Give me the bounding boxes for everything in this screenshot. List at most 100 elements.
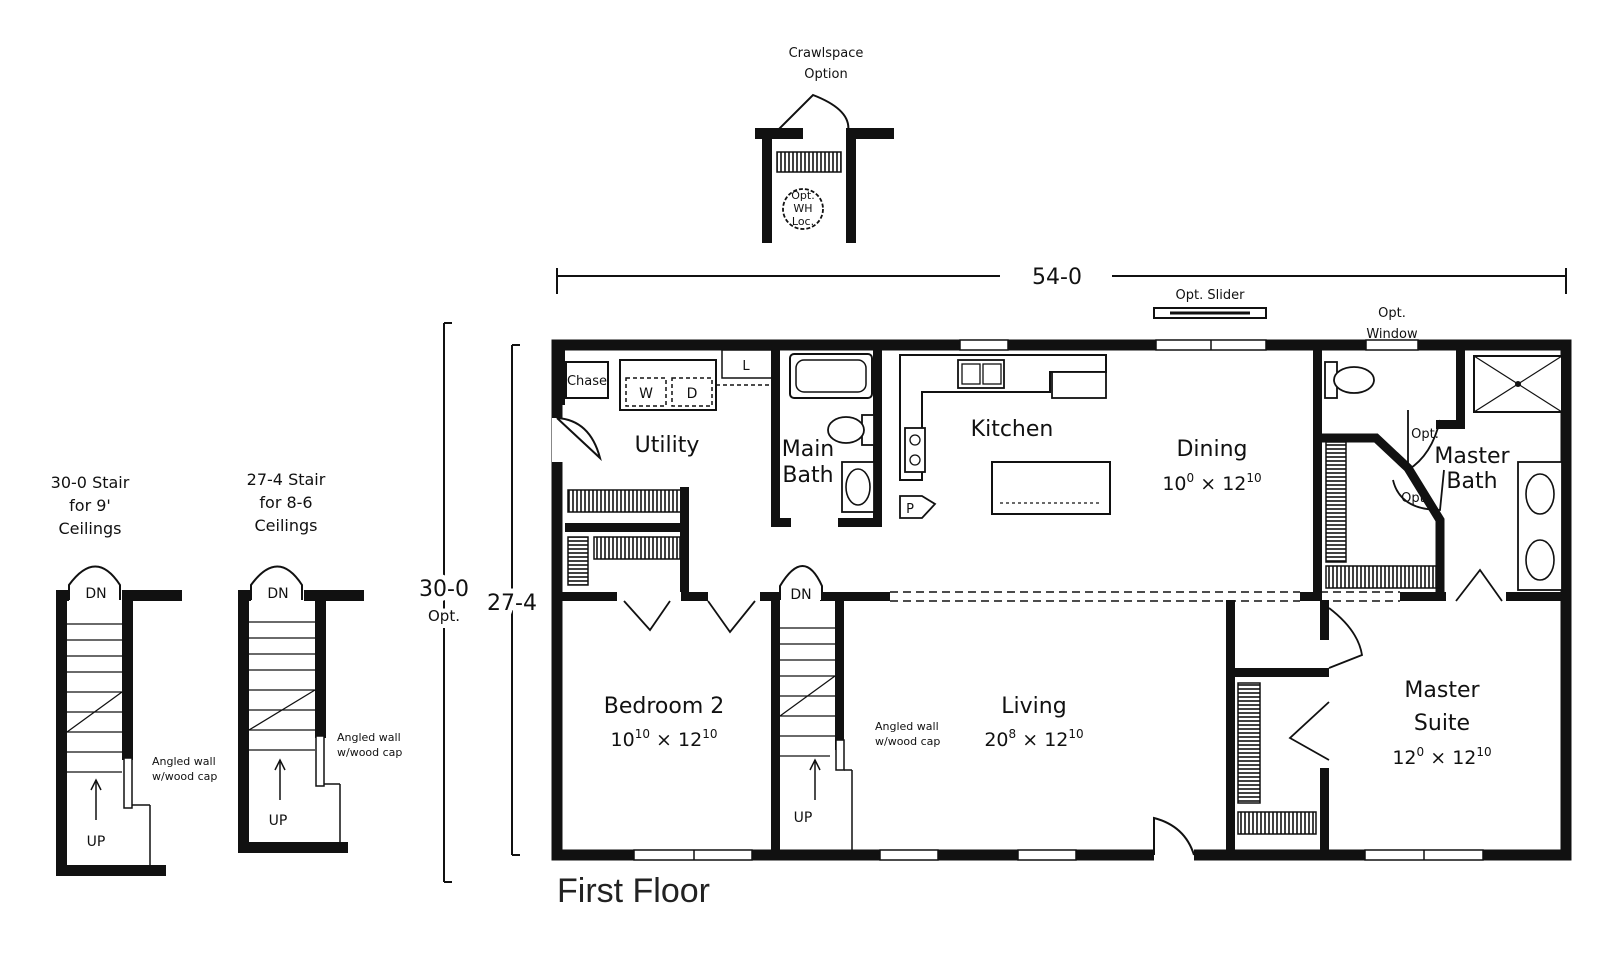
main-stair-up: UP (794, 810, 813, 826)
side-door-swing (556, 417, 602, 462)
washer-dryer-counter (619, 359, 717, 411)
master-suite-label-line1: Master (1404, 678, 1480, 703)
living-size: 208 × 1210 (984, 727, 1083, 751)
pantry-label: P (906, 502, 914, 517)
window-living-1 (879, 849, 939, 861)
chase-box (565, 361, 609, 399)
opt-window-label-line1: Opt. (1378, 306, 1406, 321)
kitchen-counter (899, 354, 1107, 481)
bedroom2-door-left (623, 600, 671, 632)
bedroom2-door-right (707, 600, 756, 634)
master-closet-door (1288, 701, 1330, 761)
wh-label-line1: Opt. (791, 189, 814, 202)
main-bath-toilet (827, 416, 865, 444)
kitchen-island (991, 461, 1111, 515)
master-bath-label-line2: Bath (1446, 469, 1497, 494)
stair27-treads (248, 621, 316, 751)
stair27-up: UP (269, 813, 288, 829)
stair27-angled-line2: w/wood cap (337, 746, 402, 759)
opt-window-label-line2: Window (1366, 327, 1418, 342)
crawlspace-side-left (762, 139, 772, 243)
window-master-bath (1365, 339, 1419, 351)
stair30-dn: DN (85, 586, 106, 602)
opt-door-label-1: Opt. (1411, 427, 1439, 442)
crawlspace-door-arc (775, 93, 850, 133)
washer-label: W (639, 386, 653, 402)
main-stair-cap (835, 739, 845, 771)
front-door-opening (1154, 849, 1194, 861)
dining-label: Dining (1176, 437, 1247, 462)
bedroom2-size: 1010 × 1210 (611, 727, 718, 751)
suite-closet-rod-bottom (1237, 811, 1317, 835)
wh-label-line2: WH (793, 202, 812, 215)
bedroom2-label: Bedroom 2 (604, 694, 725, 719)
main-bath-label-line2: Bath (782, 463, 833, 488)
main-stair-angled-line2: w/wood cap (875, 735, 940, 748)
main-stair-door (779, 565, 823, 600)
stair30-treads (66, 623, 123, 773)
stair30-label-line2: for 9' (69, 496, 111, 515)
main-bath-vanity (841, 461, 875, 513)
width-dimension-label: 54-0 (1032, 265, 1082, 290)
closet-rod-left (567, 536, 589, 586)
master-closet-rod-left (1325, 441, 1347, 563)
dryer (671, 377, 713, 407)
utility-label: Utility (635, 433, 700, 458)
crawlspace-label-line2: Option (804, 67, 847, 82)
dining-size: 100 × 1210 (1162, 471, 1261, 495)
master-bath-label-line1: Master (1434, 444, 1510, 469)
crawlspace-option: Crawlspace Option Opt. WH Loc. (755, 46, 894, 243)
water-heater-circle (782, 188, 824, 230)
bathtub (789, 353, 873, 399)
living-label: Living (1001, 694, 1066, 719)
crawlspace-wall-right (846, 128, 894, 139)
stair30-up: UP (87, 834, 106, 850)
stair27-label-line1: 27-4 Stair (247, 470, 326, 489)
master-suite-size: 120 × 1210 (1392, 745, 1491, 769)
utility-closet-rod (567, 489, 689, 513)
window-bedroom2 (633, 849, 753, 861)
opt-slider-label: Opt. Slider (1176, 288, 1246, 303)
stair-option-27: 27-4 Stair for 8-6 Ceilings DN UP Angled… (238, 470, 402, 853)
linen-label: L (742, 359, 750, 374)
pantry (899, 495, 937, 519)
master-bath-door-lower (1392, 469, 1445, 511)
depth-opt-label: 30-0 (419, 577, 469, 602)
stair30-angled-line2: w/wood cap (152, 770, 217, 783)
refrigerator (1051, 371, 1107, 399)
crawlspace-stairs (776, 151, 842, 173)
wh-label-line3: Loc. (792, 215, 814, 228)
stair30-label-line3: Ceilings (59, 519, 122, 538)
main-stair-dn: DN (790, 587, 811, 603)
front-door-swing (1153, 816, 1195, 856)
master-toilet (1333, 366, 1375, 394)
master-closet-rod-bottom (1325, 565, 1437, 589)
depth-opt-note: Opt. (428, 607, 460, 625)
depth-label: 27-4 (487, 591, 537, 616)
crawlspace-label-line1: Crawlspace (789, 46, 864, 61)
washer (625, 377, 667, 407)
stair30-label-line1: 30-0 Stair (51, 473, 130, 492)
chase-label: Chase (567, 374, 607, 389)
first-floor-plan: Chase W D L Utility Main Bath (551, 339, 1572, 861)
suite-closet-rod (1237, 682, 1261, 804)
master-suite-door (1328, 607, 1364, 669)
stair27-label-line2: for 8-6 (259, 493, 312, 512)
dryer-label: D (687, 386, 698, 402)
side-door-opening (552, 418, 563, 462)
main-stair-angled-line1: Angled wall (875, 720, 939, 733)
master-bath-entry-door (1455, 568, 1503, 602)
opt-slider-marker: Opt. Slider (1153, 288, 1267, 319)
crawlspace-side-right (846, 139, 856, 243)
window-living-2 (1017, 849, 1077, 861)
kitchen-sink (957, 359, 1005, 389)
closet-rod-upper (593, 536, 681, 560)
main-bath-label-line1: Main (782, 437, 835, 462)
crawlspace-wall-left (755, 128, 803, 139)
stair27-angled-line1: Angled wall (337, 731, 401, 744)
master-vanity (1517, 461, 1563, 591)
master-suite-label-line2: Suite (1414, 711, 1470, 736)
stair-option-30: 30-0 Stair for 9' Ceilings DN UP Angled … (51, 473, 217, 876)
window-kitchen (959, 339, 1009, 351)
